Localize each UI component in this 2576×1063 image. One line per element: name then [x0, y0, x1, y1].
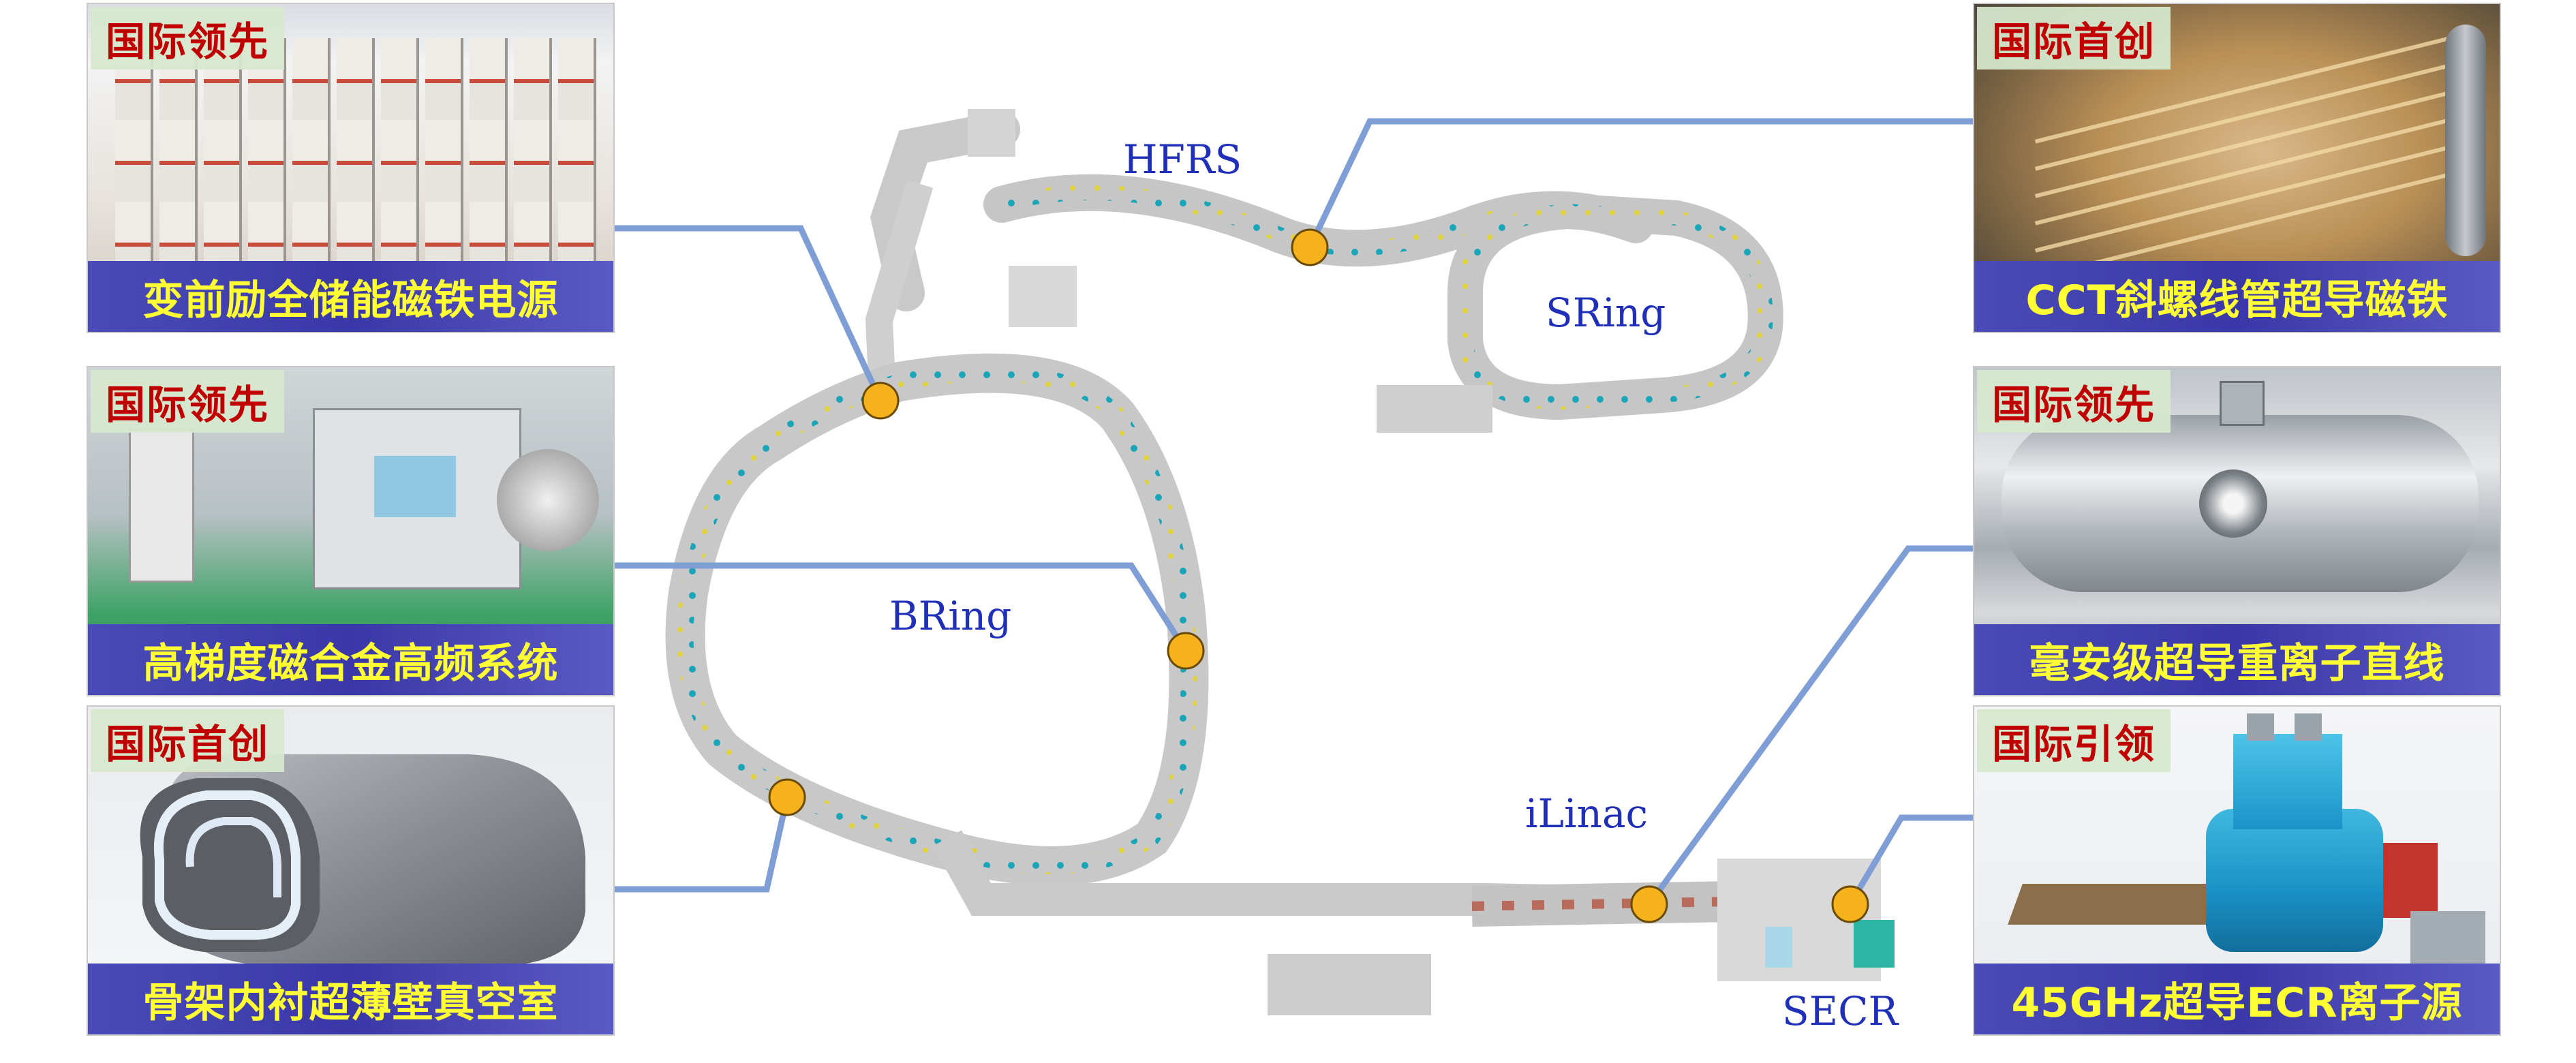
marker-bring-rf — [1167, 632, 1205, 670]
panel-vacuum-chamber: 国际首创 骨架内衬超薄壁真空室 — [87, 705, 615, 1036]
marker-bring-vacuum — [768, 778, 806, 816]
marker-secr — [1831, 885, 1869, 923]
marker-hfrs — [1291, 228, 1329, 266]
panel-caption: 骨架内衬超薄壁真空室 — [88, 964, 613, 1034]
bring-label: BRing — [889, 593, 1012, 639]
hfrs-label: HFRS — [1123, 136, 1242, 183]
sring — [1377, 193, 1783, 433]
connector-p5 — [1646, 545, 1976, 906]
panel-caption: 变前励全储能磁铁电源 — [88, 261, 613, 332]
connector-p2 — [566, 562, 1189, 653]
panel-tag: 国际首创 — [1977, 7, 2171, 70]
panel-cct-magnet: 国际首创 CCT斜螺线管超导磁铁 — [1973, 3, 2501, 333]
panel-cryomodule: 国际领先 毫安级超导重离子直线 — [1973, 366, 2501, 696]
panel-caption: CCT斜螺线管超导磁铁 — [1974, 261, 2500, 332]
marker-ilinac — [1630, 885, 1668, 923]
marker-bring-injection — [861, 382, 900, 420]
connector-lines — [566, 118, 1976, 906]
connector-p6 — [1847, 814, 1976, 906]
panel-rf-system: 国际领先 高梯度磁合金高频系统 — [87, 366, 615, 696]
panel-tag: 国际领先 — [91, 7, 285, 70]
panel-tag: 国际领先 — [1977, 370, 2171, 433]
panel-tag: 国际首创 — [91, 709, 285, 772]
connector-p1 — [566, 225, 884, 402]
hfrs-beamline — [865, 109, 1654, 396]
panel-tag: 国际引领 — [1977, 709, 2171, 772]
sring-label: SRing — [1546, 290, 1666, 336]
connector-p3 — [566, 797, 791, 893]
panel-caption: 45GHz超导ECR离子源 — [1974, 964, 2500, 1034]
ilinac-label: iLinac — [1525, 790, 1649, 837]
connector-p4 — [1306, 118, 1976, 249]
panel-caption: 高梯度磁合金高频系统 — [88, 624, 613, 695]
panel-power-supply: 国际领先 变前励全储能磁铁电源 — [87, 3, 615, 333]
panel-caption: 毫安级超导重离子直线 — [1974, 624, 2500, 695]
bring — [665, 353, 1209, 886]
secr-label: SECR — [1782, 988, 1899, 1034]
panel-ecr-source: 国际引领 45GHz超导ECR离子源 — [1973, 705, 2501, 1036]
markers — [768, 228, 1869, 923]
panel-tag: 国际领先 — [91, 370, 285, 433]
